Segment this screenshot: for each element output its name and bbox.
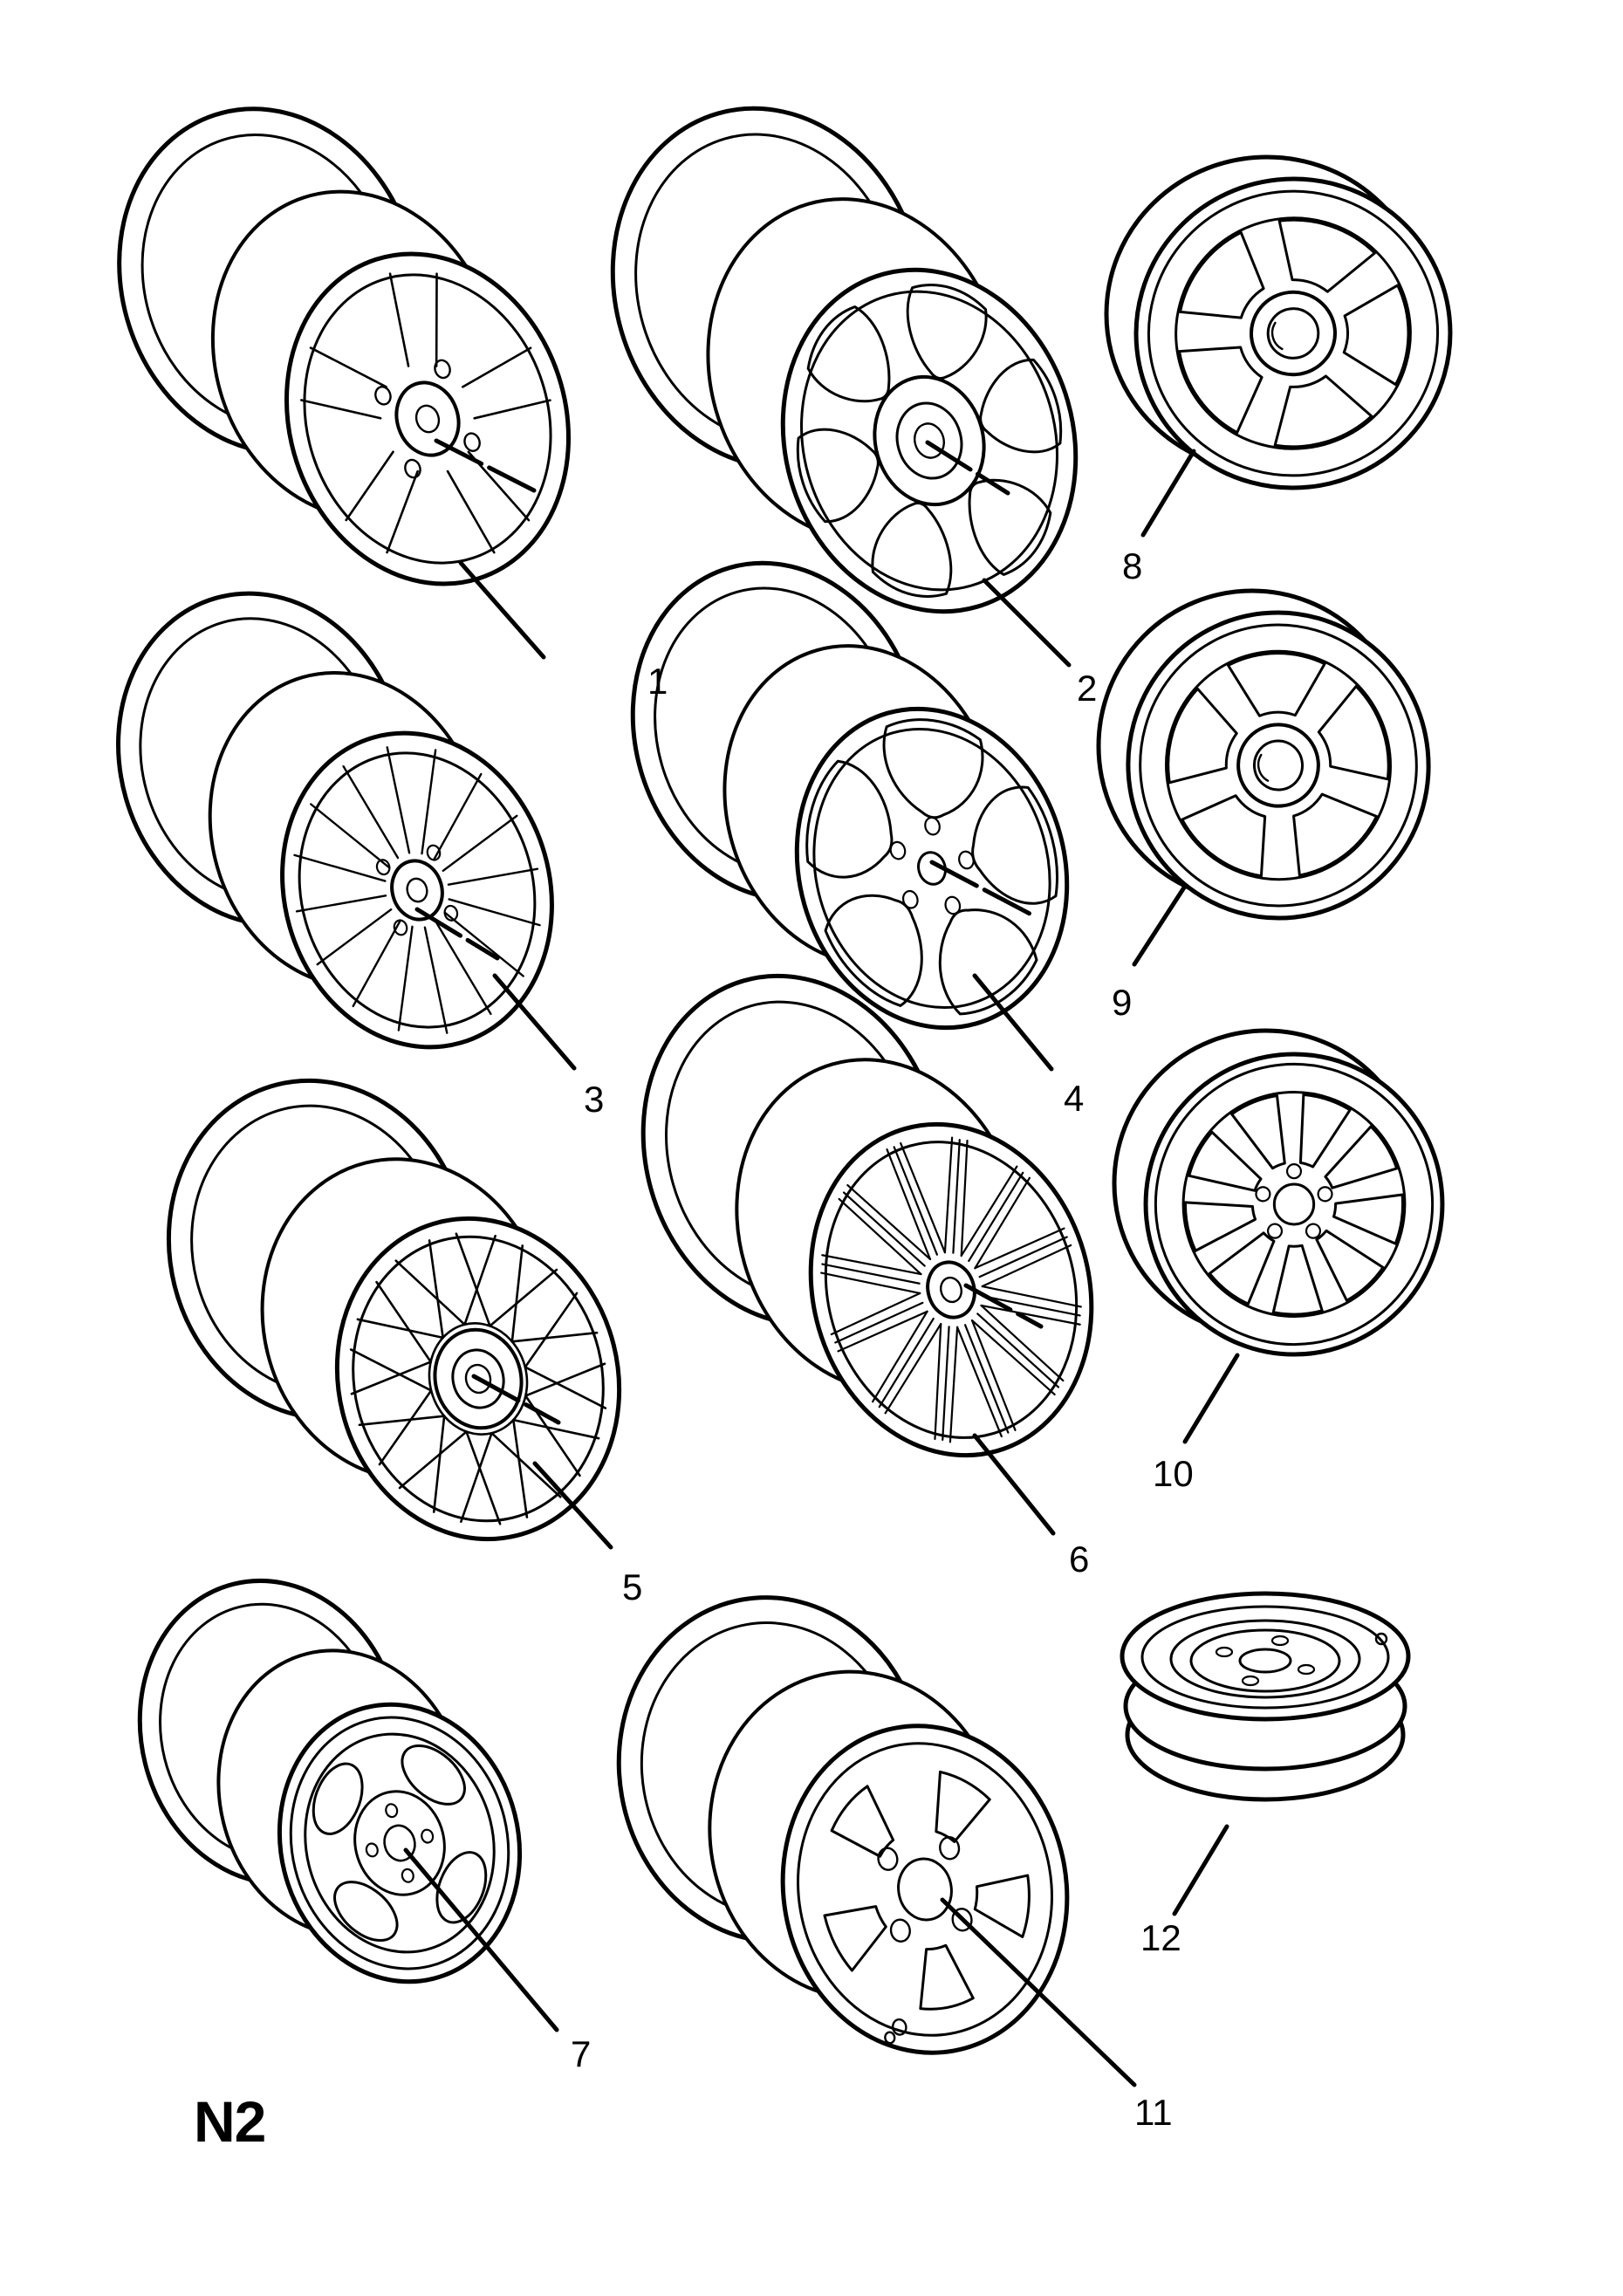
wheel-3-illustration bbox=[79, 559, 588, 1079]
leader-line-3-hub bbox=[417, 909, 497, 958]
callout-7[interactable]: 7 bbox=[571, 2033, 592, 2074]
callout-10[interactable]: 10 bbox=[1153, 1453, 1194, 1494]
leader-line-9 bbox=[1134, 888, 1184, 964]
callout-8[interactable]: 8 bbox=[1122, 545, 1143, 586]
wheel-10-illustration bbox=[1114, 1031, 1442, 1354]
callout-leader-lines bbox=[406, 441, 1237, 2085]
wheel-1-illustration bbox=[75, 70, 622, 626]
callout-4[interactable]: 4 bbox=[1064, 1078, 1085, 1119]
page-code: N2 bbox=[194, 2089, 266, 2154]
callout-11[interactable]: 11 bbox=[1134, 2092, 1173, 2133]
leader-line-3 bbox=[495, 976, 574, 1068]
wheel-9-illustration bbox=[1099, 591, 1443, 933]
leader-line-5-hub bbox=[474, 1376, 558, 1422]
wheel-12-illustration bbox=[1122, 1593, 1408, 1799]
leader-line-2-hub bbox=[928, 442, 1008, 493]
leader-line-8 bbox=[1143, 451, 1194, 535]
leader-line-11 bbox=[942, 1900, 1134, 2085]
wheel-8-illustration bbox=[1106, 157, 1471, 511]
callout-1[interactable]: 1 bbox=[647, 661, 668, 702]
callout-6[interactable]: 6 bbox=[1069, 1539, 1090, 1580]
leader-line-4-hub bbox=[932, 862, 1031, 915]
wheel-6-illustration bbox=[603, 941, 1130, 1490]
callout-5[interactable]: 5 bbox=[622, 1566, 643, 1607]
callout-9[interactable]: 9 bbox=[1112, 982, 1133, 1023]
wheel-4-illustration bbox=[594, 529, 1148, 1109]
leader-line-12 bbox=[1174, 1827, 1227, 1914]
leader-line-1 bbox=[461, 563, 544, 657]
wheel-2-illustration bbox=[571, 72, 1163, 699]
callout-12[interactable]: 12 bbox=[1140, 1917, 1181, 1958]
leader-line-2 bbox=[984, 580, 1069, 665]
wheel-11-illustration bbox=[592, 1573, 1099, 2078]
leader-line-7 bbox=[406, 1850, 557, 2030]
leader-line-5 bbox=[535, 1463, 611, 1547]
leader-line-1-hub bbox=[436, 441, 534, 490]
callout-3[interactable]: 3 bbox=[584, 1079, 605, 1120]
leader-line-4 bbox=[975, 976, 1051, 1069]
leader-line-6 bbox=[975, 1436, 1053, 1533]
wheel-5-illustration bbox=[134, 1049, 653, 1570]
leader-line-6-hub bbox=[966, 1285, 1041, 1326]
leader-line-10 bbox=[1185, 1355, 1237, 1442]
callout-2[interactable]: 2 bbox=[1077, 668, 1098, 709]
wheel-7-illustration bbox=[108, 1552, 549, 2007]
